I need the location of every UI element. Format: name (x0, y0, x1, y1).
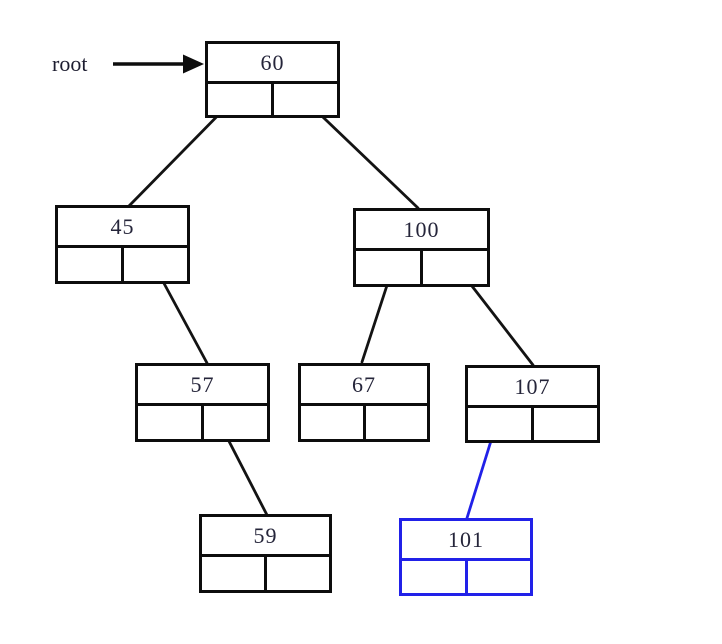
node-60: 60 (205, 41, 340, 118)
pointer-row (356, 251, 487, 284)
pointer-row (468, 408, 597, 440)
left-pointer-cell (58, 248, 124, 281)
right-pointer-cell (204, 406, 267, 439)
right-pointer-cell (267, 557, 329, 590)
edge-107-left-to-101 (465, 426, 497, 520)
node-100: 100 (353, 208, 490, 287)
pointer-row (58, 248, 187, 281)
right-pointer-cell (124, 248, 187, 281)
root-pointer-label: root (52, 51, 88, 76)
node-45: 45 (55, 205, 190, 284)
right-pointer-cell (366, 406, 428, 439)
left-pointer-cell (301, 406, 366, 439)
node-value: 100 (356, 211, 487, 251)
pointer-row (202, 557, 329, 590)
left-pointer-cell (208, 84, 274, 115)
node-value: 57 (138, 366, 267, 406)
node-value: 59 (202, 517, 329, 557)
node-57: 57 (135, 363, 270, 442)
right-pointer-cell (534, 408, 597, 440)
node-value: 67 (301, 366, 427, 406)
pointer-row (301, 406, 427, 439)
node-59: 59 (199, 514, 332, 593)
pointer-row (138, 406, 267, 439)
node-value: 60 (208, 44, 337, 84)
node-67: 67 (298, 363, 430, 442)
root-arrow-head-icon (183, 54, 204, 74)
right-pointer-cell (274, 84, 337, 115)
left-pointer-cell (402, 561, 468, 593)
left-pointer-cell (138, 406, 204, 439)
right-pointer-cell (468, 561, 531, 593)
node-101: 101 (399, 518, 533, 596)
pointer-row (208, 84, 337, 115)
node-value: 101 (402, 521, 530, 561)
node-value: 45 (58, 208, 187, 248)
left-pointer-cell (356, 251, 423, 284)
node-value: 107 (468, 368, 597, 408)
left-pointer-cell (202, 557, 267, 590)
node-107: 107 (465, 365, 600, 443)
right-pointer-cell (423, 251, 487, 284)
left-pointer-cell (468, 408, 534, 440)
pointer-row (402, 561, 530, 593)
